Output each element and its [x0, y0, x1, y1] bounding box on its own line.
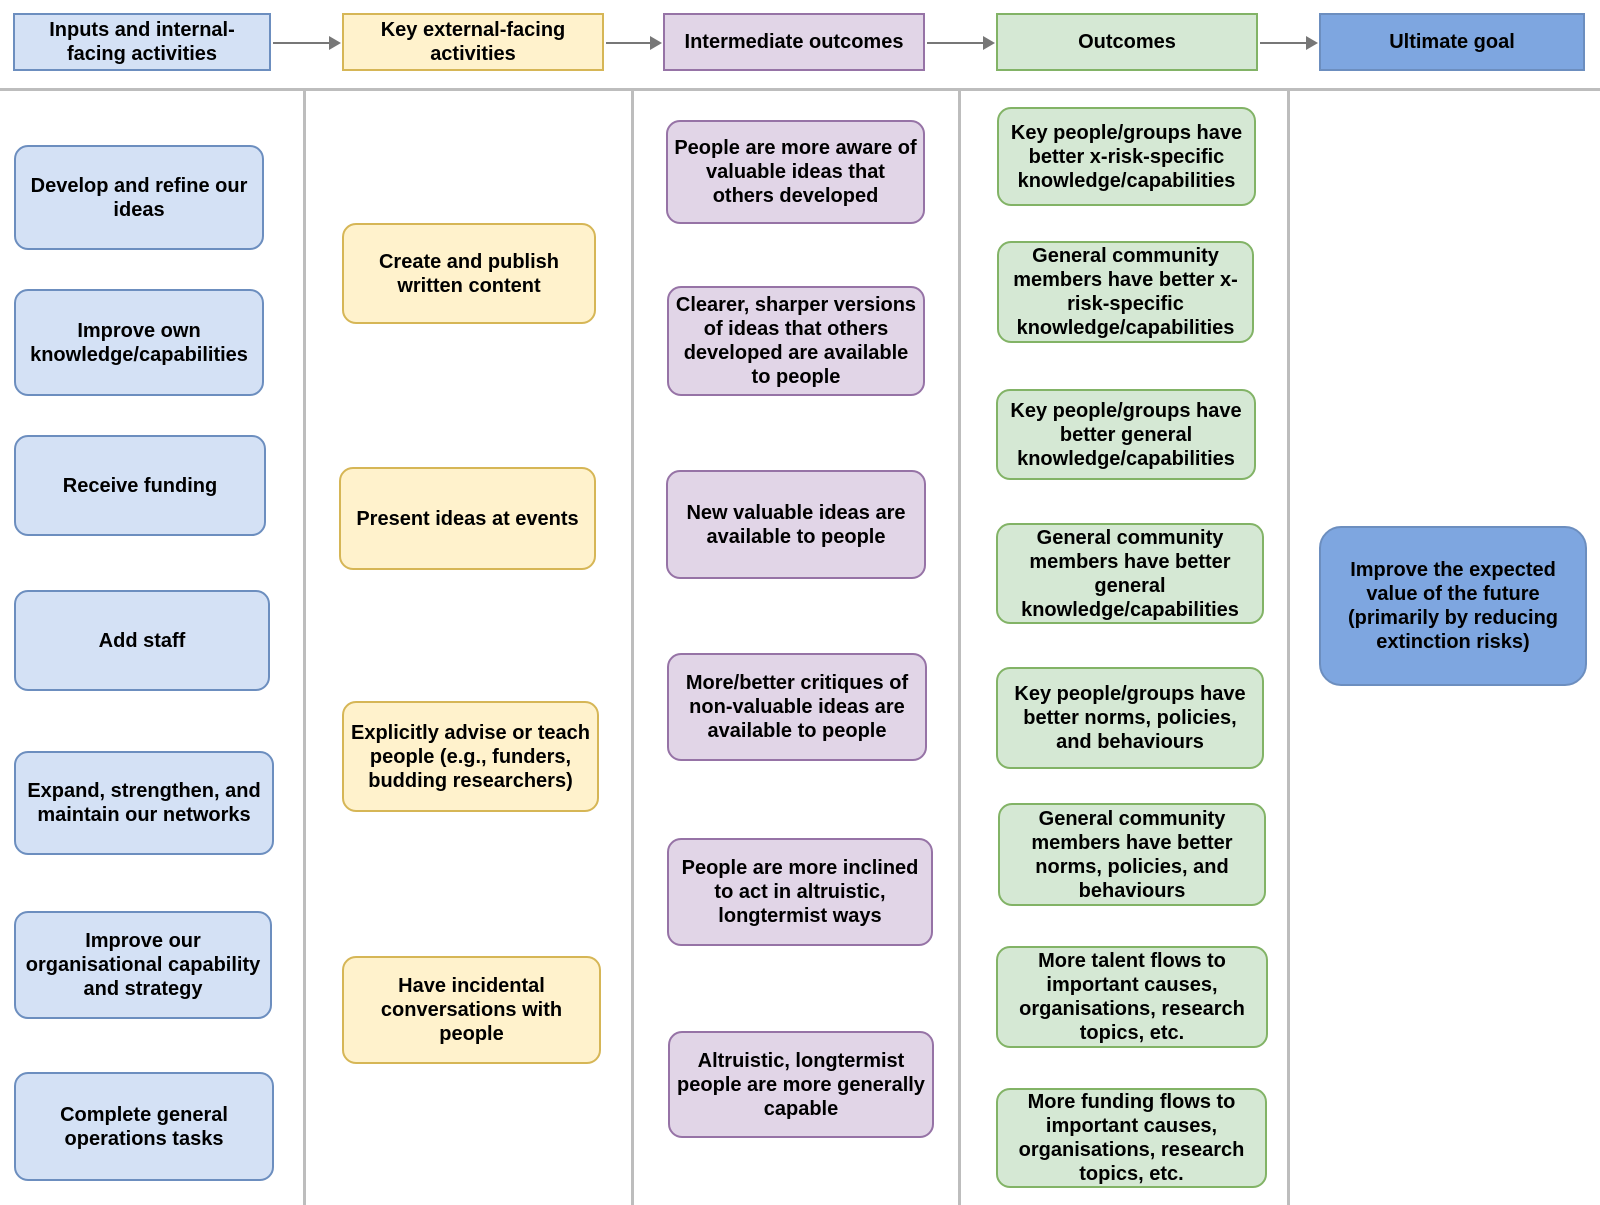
outcome-node: General community members have better no… [998, 803, 1266, 906]
input-node: Complete general operations tasks [14, 1072, 274, 1181]
header-activities: Key external-facing activities [342, 13, 604, 71]
activity-node: Create and publish written content [342, 223, 596, 324]
activity-node: Present ideas at events [339, 467, 596, 570]
header-arrow [1260, 36, 1318, 50]
intermediate-node: Clearer, sharper versions of ideas that … [667, 286, 925, 396]
header-inputs: Inputs and internal-facing activities [13, 13, 271, 71]
header-outcomes: Outcomes [996, 13, 1258, 71]
outcome-node: Key people/groups have better general kn… [996, 389, 1256, 480]
column-divider [1287, 90, 1290, 1205]
header-arrow [606, 36, 662, 50]
ultimate-goal-node: Improve the expected value of the future… [1319, 526, 1587, 686]
intermediate-node: More/better critiques of non-valuable id… [667, 653, 927, 761]
column-divider [958, 90, 961, 1205]
input-node: Receive funding [14, 435, 266, 536]
activity-node: Explicitly advise or teach people (e.g.,… [342, 701, 599, 812]
header-intermediate: Intermediate outcomes [663, 13, 925, 71]
header-arrow [927, 36, 995, 50]
input-node: Develop and refine our ideas [14, 145, 264, 250]
input-node: Improve own knowledge/capabilities [14, 289, 264, 396]
intermediate-node: People are more inclined to act in altru… [667, 838, 933, 946]
outcome-node: Key people/groups have better x-risk-spe… [997, 107, 1256, 206]
header-arrow [273, 36, 341, 50]
intermediate-node: New valuable ideas are available to peop… [666, 470, 926, 579]
outcome-node: More talent flows to important causes, o… [996, 946, 1268, 1048]
input-node: Add staff [14, 590, 270, 691]
outcome-node: Key people/groups have better norms, pol… [996, 667, 1264, 769]
outcome-node: General community members have better x-… [997, 241, 1254, 343]
header-goal: Ultimate goal [1319, 13, 1585, 71]
outcome-node: General community members have better ge… [996, 523, 1264, 624]
input-node: Expand, strengthen, and maintain our net… [14, 751, 274, 855]
activity-node: Have incidental conversations with peopl… [342, 956, 601, 1064]
intermediate-node: People are more aware of valuable ideas … [666, 120, 925, 224]
outcome-node: More funding flows to important causes, … [996, 1088, 1267, 1188]
intermediate-node: Altruistic, longtermist people are more … [668, 1031, 934, 1138]
header-divider [0, 88, 1600, 91]
column-divider [303, 90, 306, 1205]
column-divider [631, 90, 634, 1205]
input-node: Improve our organisational capability an… [14, 911, 272, 1019]
